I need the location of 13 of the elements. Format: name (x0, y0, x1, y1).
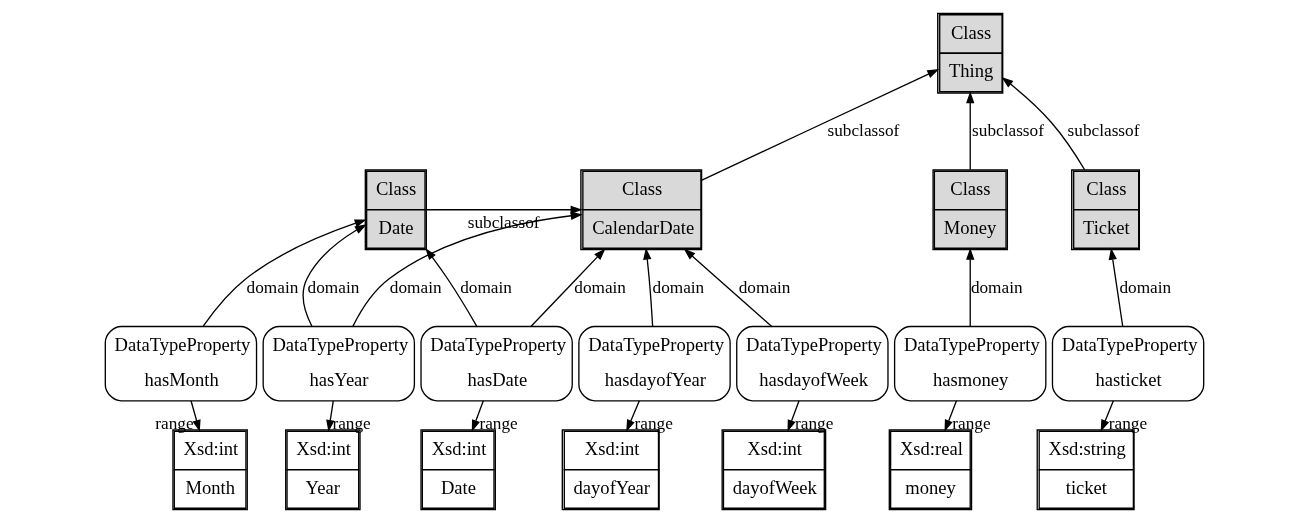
edge-label: domain (573, 277, 626, 297)
edge-label: domain (307, 277, 359, 297)
edge-label: domain (738, 277, 790, 297)
edge-label: subclassof (827, 121, 899, 141)
edge-label: domain (652, 277, 704, 297)
edge-label: domain (1118, 277, 1171, 297)
edge-label: domain (970, 277, 1023, 297)
edge-label: subclassof (1067, 121, 1139, 141)
edge-label: domain (459, 277, 512, 297)
edge-label: subclassof (971, 121, 1044, 141)
edge-label: domain (389, 277, 442, 297)
edge-label: domain (246, 277, 298, 297)
edge-label: subclassof (467, 212, 540, 232)
